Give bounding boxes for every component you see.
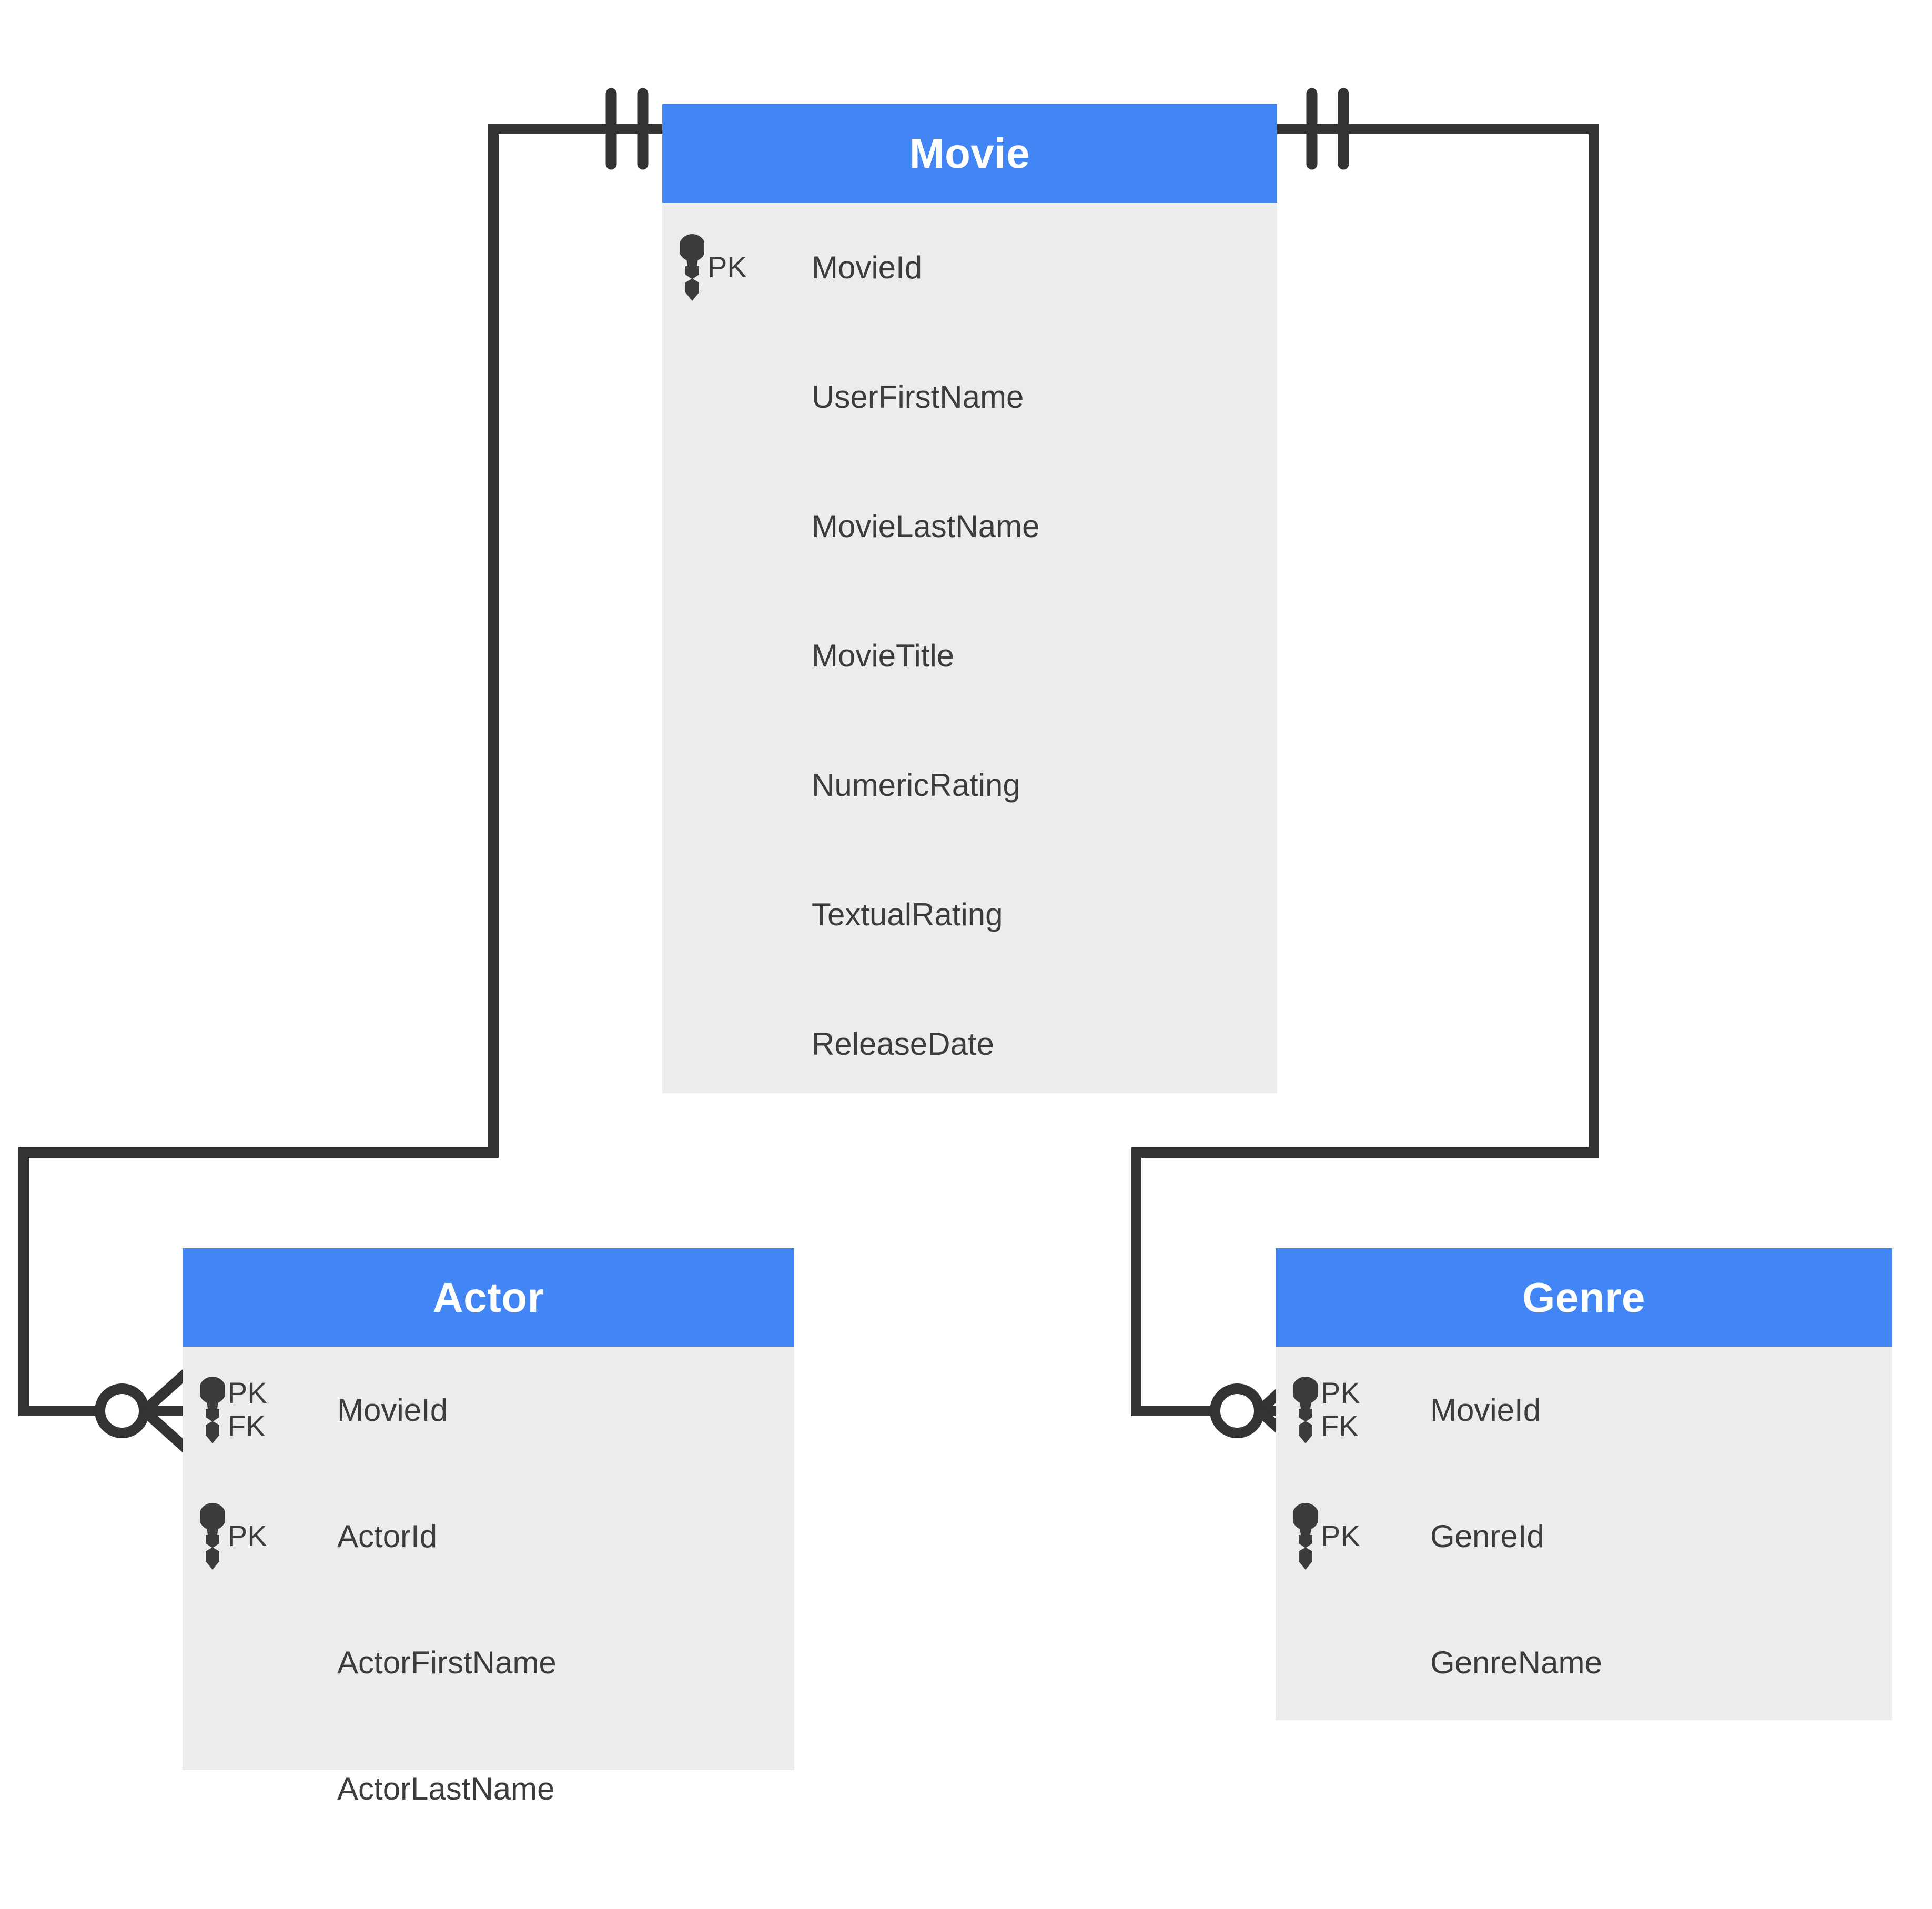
- relationship-movie-actor: [18, 88, 667, 1453]
- attribute-name: MovieId: [1430, 1392, 1541, 1428]
- entity-genre-title: Genre: [1276, 1248, 1892, 1347]
- key-tag-pk: PK: [1321, 1519, 1360, 1552]
- entity-actor-title: Actor: [183, 1248, 794, 1347]
- attribute-name: ActorId: [337, 1518, 438, 1554]
- attribute-name: MovieId: [812, 249, 923, 285]
- attribute-name: ReleaseDate: [812, 1026, 994, 1062]
- key-icon: [1293, 1377, 1318, 1443]
- attribute-row-movieid[interactable]: PK FK MovieId: [183, 1347, 794, 1473]
- attribute-row-actorfirstname[interactable]: ActorFirstName: [183, 1599, 794, 1725]
- key-column: [200, 1599, 337, 1725]
- attribute-name: ActorLastName: [337, 1771, 555, 1806]
- entity-genre-attributes: PK FK MovieId PK GenreId: [1276, 1347, 1892, 1725]
- key-column: PK: [200, 1473, 337, 1599]
- key-tags: PK FK: [228, 1377, 267, 1442]
- key-column: [680, 720, 812, 850]
- attribute-row-genrename[interactable]: GenreName: [1276, 1599, 1892, 1725]
- entity-actor-attributes: PK FK MovieId PK ActorId: [183, 1347, 794, 1852]
- key-column: [680, 332, 812, 461]
- entity-genre[interactable]: Genre PK FK MovieId: [1276, 1248, 1892, 1720]
- attribute-row-genreid[interactable]: PK GenreId: [1276, 1473, 1892, 1599]
- key-tag-fk: FK: [1321, 1409, 1359, 1442]
- key-column: [680, 979, 812, 1108]
- attribute-row-movieid[interactable]: PK MovieId: [662, 203, 1277, 332]
- attribute-row-movietitle[interactable]: MovieTitle: [662, 591, 1277, 720]
- key-tags: PK: [1321, 1519, 1360, 1553]
- key-icon: [200, 1377, 225, 1443]
- connector-path-movie-actor: [18, 124, 667, 1416]
- key-column: [680, 461, 812, 591]
- attribute-row-userfirstname[interactable]: UserFirstName: [662, 332, 1277, 461]
- cardinality-exactly-one-movie-genre: [1306, 88, 1349, 170]
- key-tag-fk: FK: [228, 1409, 266, 1442]
- attribute-row-releasedate[interactable]: ReleaseDate: [662, 979, 1277, 1108]
- key-tag-pk: PK: [228, 1519, 267, 1552]
- key-tags: PK: [228, 1519, 267, 1553]
- key-column: [680, 591, 812, 720]
- cardinality-zero-or-many-actor: [95, 1369, 190, 1453]
- entity-actor[interactable]: Actor PK FK MovieId: [183, 1248, 794, 1806]
- attribute-row-numericrating[interactable]: NumericRating: [662, 720, 1277, 850]
- attribute-row-actorid[interactable]: PK ActorId: [183, 1473, 794, 1599]
- key-icon: [1293, 1503, 1318, 1570]
- key-tags: PK FK: [1321, 1377, 1360, 1442]
- attribute-name: MovieTitle: [812, 638, 955, 673]
- key-column: PK FK: [1293, 1347, 1430, 1473]
- attribute-row-movieid[interactable]: PK FK MovieId: [1276, 1347, 1892, 1473]
- key-column: [680, 850, 812, 979]
- key-icon: [200, 1503, 225, 1570]
- attribute-row-movielastname[interactable]: MovieLastName: [662, 461, 1277, 591]
- key-column: [1293, 1599, 1430, 1725]
- key-tag-pk: PK: [1321, 1376, 1360, 1410]
- cardinality-exactly-one-movie-actor: [605, 88, 649, 170]
- key-tag-pk: PK: [228, 1376, 267, 1410]
- entity-movie-attributes: PK MovieId UserFirstName MovieLastName M…: [662, 203, 1277, 1108]
- attribute-name: GenreName: [1430, 1644, 1602, 1680]
- attribute-name: ActorFirstName: [337, 1644, 557, 1680]
- attribute-name: MovieId: [337, 1392, 448, 1428]
- key-tags: PK: [707, 250, 747, 284]
- key-icon: [680, 234, 704, 301]
- entity-movie-title: Movie: [662, 104, 1277, 203]
- entity-movie[interactable]: Movie PK MovieId UserFirstName: [662, 104, 1277, 1093]
- attribute-row-actorlastname[interactable]: ActorLastName: [183, 1725, 794, 1852]
- attribute-name: MovieLastName: [812, 508, 1040, 544]
- key-column: PK FK: [200, 1347, 337, 1473]
- key-column: [200, 1725, 337, 1852]
- attribute-name: NumericRating: [812, 767, 1020, 803]
- attribute-name: TextualRating: [812, 896, 1003, 932]
- attribute-name: UserFirstName: [812, 379, 1024, 415]
- key-tag-pk: PK: [707, 250, 747, 284]
- attribute-name: GenreId: [1430, 1518, 1544, 1554]
- key-column: PK: [1293, 1473, 1430, 1599]
- attribute-row-textualrating[interactable]: TextualRating: [662, 850, 1277, 979]
- key-column: PK: [680, 203, 812, 332]
